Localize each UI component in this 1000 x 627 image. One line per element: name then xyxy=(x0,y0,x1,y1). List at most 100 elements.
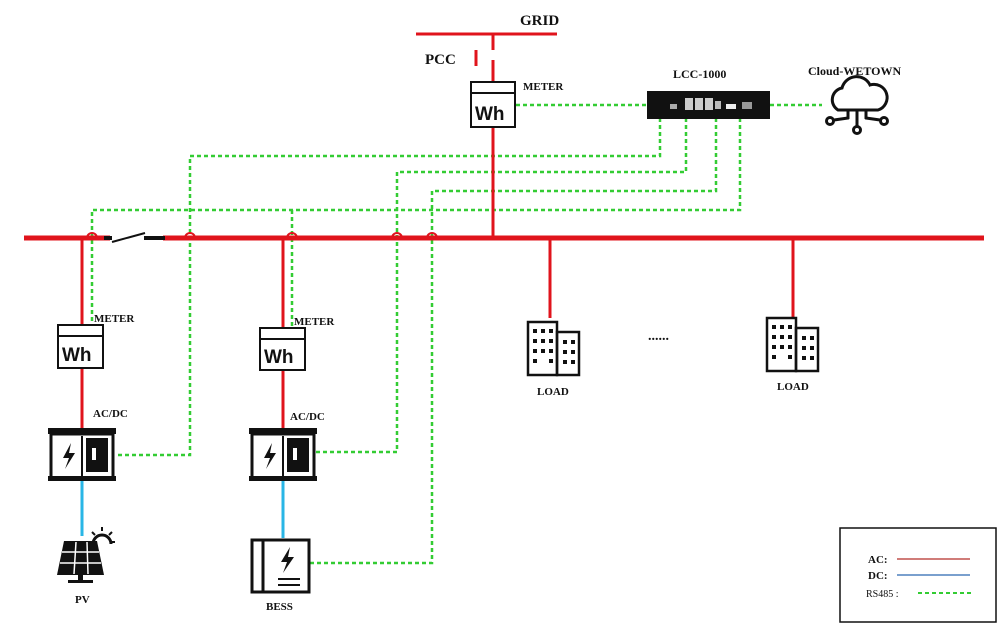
pv-meter-label: METER xyxy=(94,313,135,325)
lightning-bolt-icon xyxy=(281,547,294,573)
inverter-panel xyxy=(86,438,108,472)
legend-rs485-label: RS485 : xyxy=(866,589,899,600)
lcc-port xyxy=(742,102,752,109)
pv-inverter-label: AC/DC xyxy=(93,408,128,420)
cloud-label: Cloud-WETOWN xyxy=(808,64,901,78)
window xyxy=(772,345,776,349)
window xyxy=(780,325,784,329)
cloud-node-line xyxy=(864,116,882,122)
window xyxy=(802,356,806,360)
window xyxy=(788,345,792,349)
ellipsis-label: ...... xyxy=(648,329,669,344)
lcc-port xyxy=(726,104,736,109)
bess-meter-label: METER xyxy=(294,316,335,328)
window xyxy=(533,339,537,343)
meter-body xyxy=(470,81,516,128)
inverter-roof xyxy=(48,428,116,434)
legend: AC: DC: RS485 : xyxy=(839,527,997,623)
rs485-meters-link xyxy=(90,118,742,326)
meter-wh-text: Wh xyxy=(475,104,505,125)
crossover xyxy=(86,232,98,239)
dc-lines xyxy=(80,481,285,538)
ac-lines xyxy=(24,32,984,428)
bess-inverter-icon xyxy=(249,428,317,481)
rs485-bess-link xyxy=(309,118,718,565)
window xyxy=(780,345,784,349)
cloud-node xyxy=(852,125,862,135)
window xyxy=(541,329,545,333)
bess-label: BESS xyxy=(266,601,293,613)
crossover xyxy=(426,232,438,239)
window xyxy=(788,335,792,339)
sun-ray xyxy=(91,531,96,536)
battery-storage-icon xyxy=(250,538,311,594)
window xyxy=(802,336,806,340)
lcc-port xyxy=(670,104,677,109)
window xyxy=(541,339,545,343)
main-meter: Wh xyxy=(470,81,516,128)
lightning-bolt-icon xyxy=(264,443,276,469)
legend-ac-label: AC: xyxy=(868,554,888,566)
bess-cabinet-bracket xyxy=(250,538,263,594)
panel-grid xyxy=(86,541,89,575)
window xyxy=(810,346,814,350)
inverter-base xyxy=(48,476,116,481)
bess-meter: Wh xyxy=(259,327,306,371)
window xyxy=(772,335,776,339)
cloud-node-line xyxy=(832,116,850,122)
panel-frame xyxy=(57,541,104,575)
window xyxy=(563,360,567,364)
window xyxy=(533,349,537,353)
switch-blade xyxy=(111,232,146,243)
window xyxy=(563,340,567,344)
window xyxy=(549,349,553,353)
window xyxy=(772,325,776,329)
sun-icon xyxy=(91,533,113,545)
inverter-handle xyxy=(293,448,297,460)
window xyxy=(549,329,553,333)
panel-stand xyxy=(78,575,83,580)
meter-wh-text: Wh xyxy=(264,347,294,368)
inverter-base xyxy=(249,476,317,481)
main-meter-label: METER xyxy=(523,81,564,93)
building-short xyxy=(555,330,581,377)
window xyxy=(571,360,575,364)
window xyxy=(810,336,814,340)
sun-ray xyxy=(108,531,113,536)
building-short xyxy=(794,326,820,373)
inverter-handle xyxy=(92,448,96,460)
pv-label: PV xyxy=(75,594,90,606)
pv-meter: Wh xyxy=(57,324,104,369)
window xyxy=(549,339,553,343)
load-building-icon xyxy=(765,316,820,373)
rs485-bess-inverter-link xyxy=(314,118,688,454)
cloud-outline xyxy=(830,75,889,112)
cloud-node xyxy=(825,116,835,126)
inverter-panel xyxy=(287,438,309,472)
window xyxy=(788,325,792,329)
window xyxy=(571,340,575,344)
bus-crossovers xyxy=(86,232,438,239)
load-building-icon xyxy=(526,320,581,377)
window xyxy=(772,355,776,359)
window xyxy=(549,359,553,363)
lightning-bolt-icon xyxy=(63,443,75,469)
window xyxy=(810,356,814,360)
solar-panel-icon xyxy=(57,527,115,583)
window xyxy=(571,350,575,354)
lcc-port xyxy=(695,98,703,110)
legend-dc-label: DC: xyxy=(868,570,888,582)
meter-wh-text: Wh xyxy=(62,345,92,366)
lcc-port xyxy=(705,98,713,110)
rs485-pv-inverter-link xyxy=(116,118,662,457)
load-building-windows xyxy=(772,325,814,360)
load-building-windows xyxy=(533,329,575,364)
window xyxy=(533,329,537,333)
grid-label: GRID xyxy=(520,13,559,29)
panel-base xyxy=(68,580,93,583)
lcc-port xyxy=(685,98,693,110)
inverter-roof xyxy=(249,428,317,434)
crossover xyxy=(286,232,298,239)
load1-label: LOAD xyxy=(537,386,569,398)
lcc-port xyxy=(715,101,721,109)
